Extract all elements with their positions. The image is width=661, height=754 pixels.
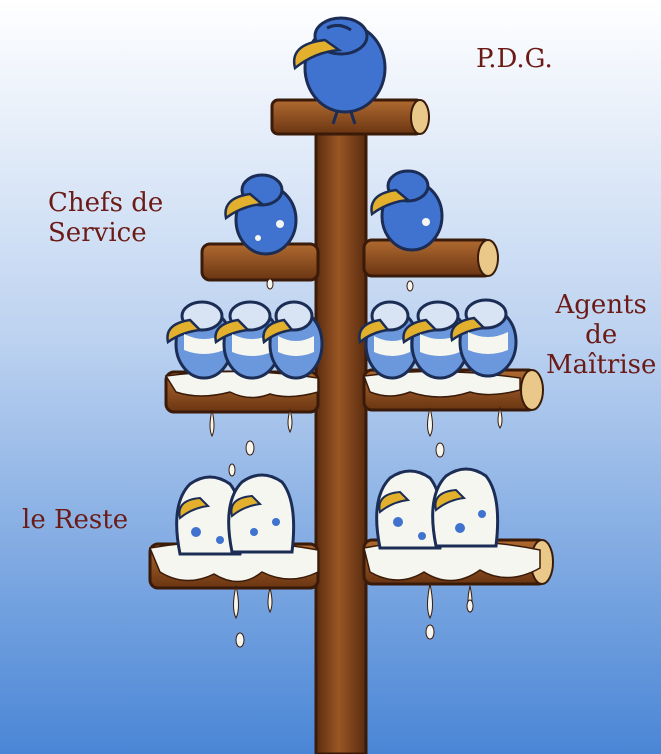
label-chefs-line2: Service [48, 218, 147, 248]
label-le-reste: le Reste [22, 505, 128, 535]
top-crossbar [270, 98, 430, 136]
branch-level-2 [200, 238, 499, 282]
label-agents-line2: de [585, 320, 618, 350]
wooden-pole [314, 110, 368, 754]
bird-pdg [292, 16, 387, 125]
label-agents-de-maitrise: Agents de Maîtrise [546, 290, 656, 380]
bird-chef-right [370, 169, 444, 252]
label-agents-line1: Agents [555, 290, 647, 320]
bird-agent-left-3 [262, 300, 324, 380]
bird-agent-right-3 [450, 298, 518, 378]
bird-reste-left-2 [227, 473, 296, 554]
bird-reste-right-2 [431, 467, 500, 548]
bird-agent-left-1 [166, 300, 234, 380]
bird-agent-right-1 [358, 300, 420, 380]
label-chefs-de-service: Chefs de Service [48, 188, 163, 248]
label-agents-line3: Maîtrise [546, 350, 657, 380]
label-pdg: P.D.G. [476, 44, 553, 74]
label-chefs-line1: Chefs de [48, 188, 164, 218]
label-pdg-text: P.D.G. [476, 44, 553, 74]
bird-chef-left [224, 173, 298, 256]
label-reste-text: le Reste [22, 505, 129, 535]
bird-reste-right-1 [375, 469, 444, 550]
